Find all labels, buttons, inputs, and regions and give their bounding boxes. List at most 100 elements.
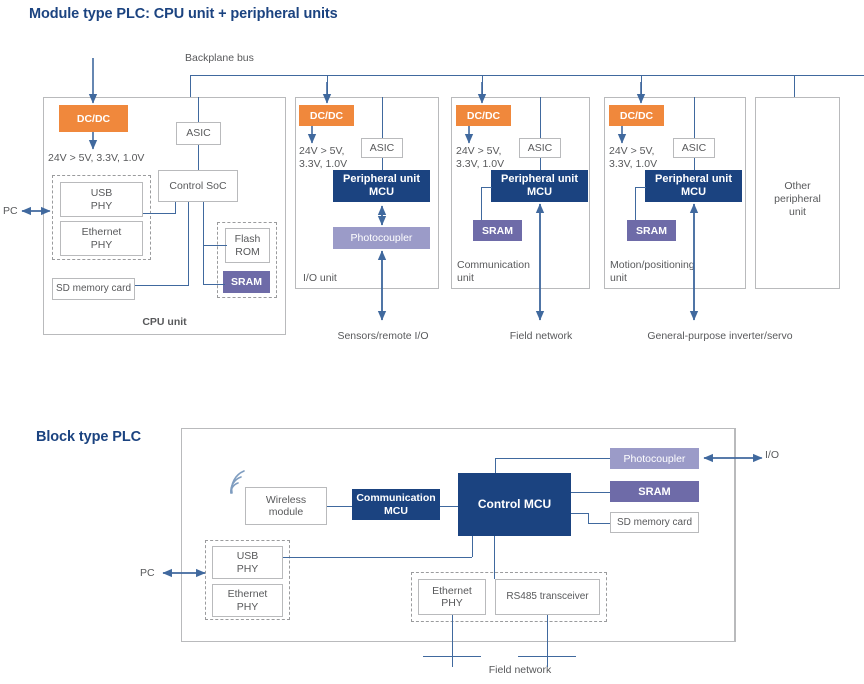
cpu-phy-group <box>52 175 151 260</box>
block-phy-group <box>205 540 290 620</box>
line-soc-to-usb <box>143 213 176 214</box>
motion-unit-label: Motion/positioning unit <box>610 259 695 285</box>
comm-asic-block: ASIC <box>519 138 561 158</box>
block-section-title: Block type PLC <box>36 429 141 445</box>
io-unit-frame <box>295 97 439 289</box>
line-io-bus-asic <box>382 97 383 138</box>
cpu-asic-block: ASIC <box>176 122 221 145</box>
line-controlmcu-right-sram <box>571 492 588 493</box>
motion-peripheral-mcu-block: Peripheral unit MCU <box>645 170 742 202</box>
module-pc-label: PC <box>3 205 18 217</box>
line-soc-usb-stem <box>175 202 176 214</box>
bus-stem-cpu <box>190 75 191 97</box>
line-sd-to-soc <box>135 285 189 286</box>
line-to-sram <box>588 492 610 493</box>
line-bus-to-asic <box>198 97 199 122</box>
line-io-asic-mcu <box>382 158 383 170</box>
line-asic-to-soc <box>198 145 199 170</box>
cpu-memory-group <box>217 222 277 298</box>
block-io-label: I/O <box>765 449 780 461</box>
block-sd-card-block: SD memory card <box>610 512 699 533</box>
other-unit-label: Other peripheral unit <box>774 180 821 219</box>
motion-asic-block: ASIC <box>673 138 715 158</box>
cpu-power-note: 24V > 5V, 3.3V, 1.0V <box>48 152 145 164</box>
io-asic-block: ASIC <box>361 138 403 158</box>
io-unit-label: I/O unit <box>303 272 337 284</box>
bus-stem-motion <box>641 75 642 97</box>
block-rs485-block: RS485 transceiver <box>495 579 600 615</box>
comm-unit-frame <box>451 97 590 289</box>
bus-stem-io <box>327 75 328 97</box>
line-controlmcu-photocoupler-h <box>495 458 610 459</box>
cpu-ethernet-phy-block: Ethernet PHY <box>60 221 143 256</box>
cpu-flash-rom-block: Flash ROM <box>225 228 270 263</box>
io-peripheral-mcu-block: Peripheral unit MCU <box>333 170 430 202</box>
motion-dcdc-block: DC/DC <box>609 105 664 126</box>
comm-dcdc-block: DC/DC <box>456 105 511 126</box>
block-pc-label: PC <box>140 567 155 579</box>
cpu-sd-card-block: SD memory card <box>52 278 135 300</box>
other-unit-frame <box>755 97 840 289</box>
field-network-bus-left <box>423 656 481 657</box>
line-soc-mem-stem <box>203 202 204 285</box>
communication-mcu-block: Communication MCU <box>352 489 440 520</box>
io-photocoupler-block: Photocoupler <box>333 227 430 249</box>
line-controlmcu-right-sd <box>571 513 588 514</box>
comm-sram-block: SRAM <box>473 220 522 241</box>
line-controlmcu-photocoupler-v <box>495 458 496 473</box>
io-dcdc-block: DC/DC <box>299 105 354 126</box>
motion-external-label: General-purpose inverter/servo <box>647 330 793 342</box>
control-mcu-block: Control MCU <box>458 473 571 536</box>
line-wireless-to-commmcu <box>327 506 352 507</box>
cpu-dcdc-block: DC/DC <box>59 105 128 132</box>
io-external-label: Sensors/remote I/O <box>337 330 429 342</box>
line-soc-to-sram <box>203 284 225 285</box>
line-rs485-to-field <box>547 615 548 667</box>
motion-power-note: 24V > 5V, 3.3V, 1.0V <box>609 145 658 171</box>
block-photocoupler-block: Photocoupler <box>610 448 699 469</box>
cpu-sram-block: SRAM <box>223 271 270 293</box>
wireless-module-block: Wireless module <box>245 487 327 525</box>
line-to-sdcard <box>588 523 610 524</box>
motion-sram-block: SRAM <box>627 220 676 241</box>
line-controlmcu-bottomphy <box>494 536 495 579</box>
backplane-bus-line <box>190 75 864 76</box>
cpu-usb-phy-block: USB PHY <box>60 182 143 217</box>
block-frame-right-edge <box>735 428 736 642</box>
line-comm-mcu-sram-v <box>481 187 482 220</box>
line-soc-to-sd-stem <box>188 202 189 286</box>
comm-external-label: Field network <box>509 330 573 342</box>
block-sram-block: SRAM <box>610 481 699 502</box>
block-field-network-label: Field network <box>488 664 552 676</box>
line-comm-asic-mcu <box>540 158 541 170</box>
cpu-control-soc-block: Control SoC <box>158 170 238 202</box>
block-ethernet-phy-block: Ethernet PHY <box>212 584 283 617</box>
line-soc-to-flash <box>203 245 227 246</box>
comm-peripheral-mcu-block: Peripheral unit MCU <box>491 170 588 202</box>
block-plc-frame <box>181 428 735 642</box>
line-comm-mcu-sram-h <box>481 187 492 188</box>
bus-stem-comm <box>482 75 483 97</box>
comm-power-note: 24V > 5V, 3.3V, 1.0V <box>456 145 505 171</box>
bus-stem-other <box>794 75 795 97</box>
line-commmcu-to-controlmcu <box>440 506 458 507</box>
comm-unit-label: Communication unit <box>457 259 530 285</box>
cpu-unit-label: CPU unit <box>142 316 187 328</box>
line-controlmcu-usb-v <box>472 536 473 557</box>
io-power-note: 24V > 5V, 3.3V, 1.0V <box>299 145 348 171</box>
block-bottom-ethernet-phy-block: Ethernet PHY <box>418 579 486 615</box>
line-motion-mcu-sram-h <box>635 187 646 188</box>
field-network-bus-right <box>518 656 576 657</box>
line-comm-bus-asic <box>540 97 541 138</box>
module-section-title: Module type PLC: CPU unit + peripheral u… <box>29 6 338 22</box>
cpu-unit-frame <box>43 97 286 335</box>
line-motion-mcu-sram-v <box>635 187 636 220</box>
line-controlmcu-split-b <box>588 513 589 523</box>
line-motion-bus-asic <box>694 97 695 138</box>
backplane-bus-label: Backplane bus <box>185 52 254 64</box>
line-ethphy-to-field <box>452 615 453 667</box>
motion-unit-frame <box>604 97 746 289</box>
block-network-phy-group <box>411 572 607 622</box>
line-controlmcu-usb-h <box>283 557 472 558</box>
block-usb-phy-block: USB PHY <box>212 546 283 579</box>
